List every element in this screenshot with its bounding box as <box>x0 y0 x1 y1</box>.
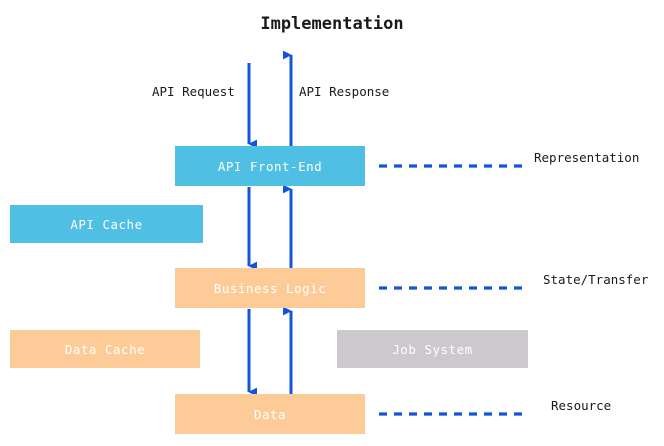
side-label-resource: Resource <box>551 398 612 413</box>
edge-label-api-request: API Request <box>152 84 235 99</box>
flow-arrows <box>247 50 293 397</box>
node-business-logic-label: Business Logic <box>213 280 327 296</box>
side-label-state-transfer: State/Transfer <box>543 272 649 287</box>
node-data-cache-label: Data Cache <box>64 341 146 357</box>
node-data[interactable]: Data <box>175 394 365 434</box>
diagram-title: Implementation <box>260 14 404 34</box>
node-job-system-label: Job System <box>392 341 473 357</box>
side-label-representation: Representation <box>534 150 640 165</box>
node-job-system[interactable]: Job System <box>337 330 528 368</box>
node-data-cache[interactable]: Data Cache <box>10 330 200 368</box>
node-business-logic[interactable]: Business Logic <box>175 268 365 308</box>
node-api-cache-label: API Cache <box>70 216 143 232</box>
dashed-connectors <box>379 164 527 416</box>
edge-label-api-response: API Response <box>299 84 390 99</box>
node-data-label: Data <box>253 406 287 422</box>
node-api-cache[interactable]: API Cache <box>10 205 203 243</box>
node-api-front-end-label: API Front-End <box>217 158 323 174</box>
node-api-front-end[interactable]: API Front-End <box>175 146 365 186</box>
